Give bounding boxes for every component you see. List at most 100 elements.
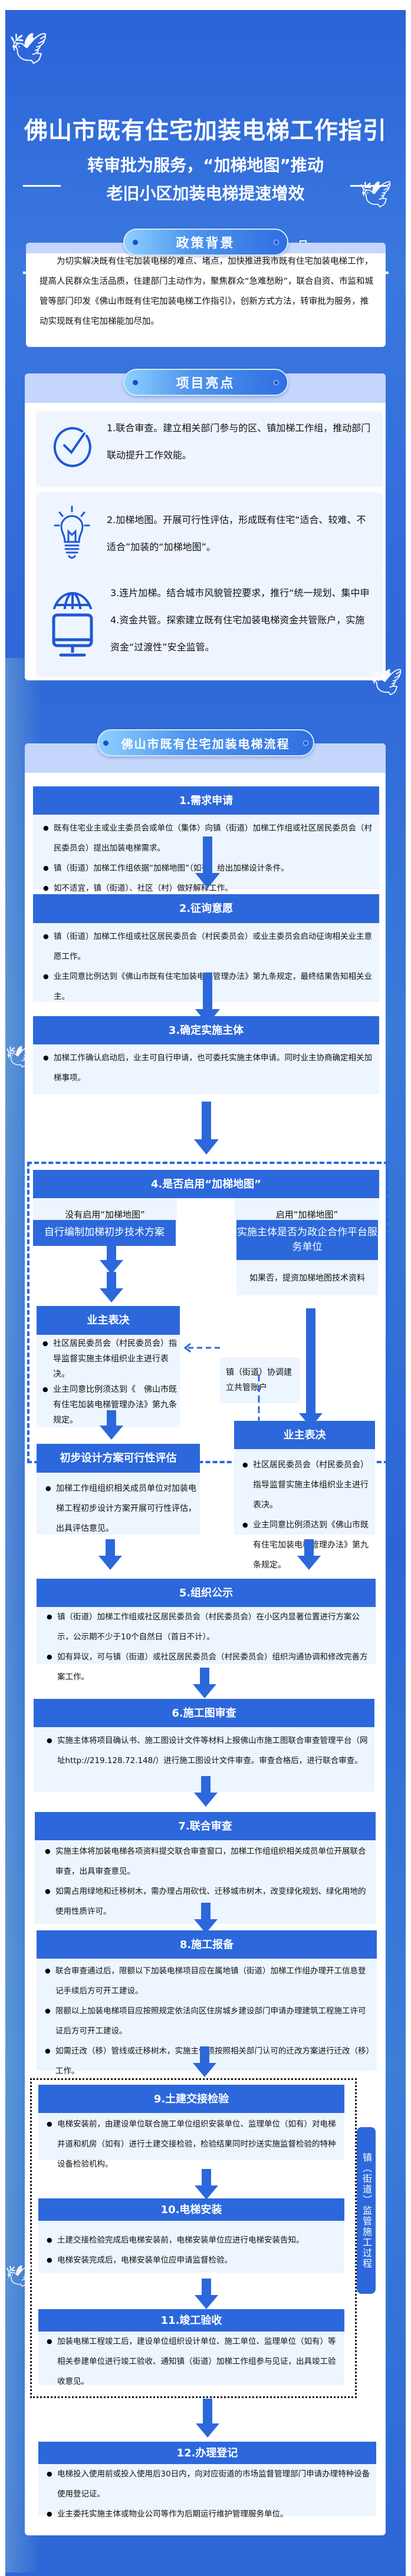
step-bullet: 社区居民委员会（村民委员会）指导监督实施主体组织业主进行表决。: [242, 1455, 370, 1515]
page-subtitle-line2: 老旧小区加装电梯提速增效: [106, 184, 305, 203]
step-body: 加装电梯工程竣工后，建设单位组织设计单位、施工单位、监理单位（如有）等相关参建单…: [38, 2332, 344, 2386]
step-bullet: 加装电梯工程竣工后，建设单位组织设计单位、施工单位、监理单位（如有）等相关参建单…: [47, 2332, 340, 2392]
pill-dot: [103, 740, 108, 746]
lightbulb-icon: [54, 505, 90, 559]
step-body: 土建交接检验完成后电梯安装前，电梯安装单位应进行电梯安装告知。 电梯安装完成后，…: [38, 2221, 344, 2273]
step-bullet: 业主委托实施主体或物业公司等作为后期运行维护管理服务单位。: [47, 2504, 371, 2524]
step-bullet: 电梯投入使用前或投入使用后30日内，向对应街道的市场监督管理部门申请办理特种设备…: [47, 2464, 371, 2504]
step-bullet: 镇（街道）加梯工作组依据“加梯地图”（如有）给出加梯设计条件。: [43, 858, 374, 878]
down-arrow-icon: [194, 1102, 219, 1155]
policy-background-card: [26, 243, 386, 347]
step-body: 镇（街道）加梯工作组或社区居民委员会（村民委员会）在小区内显著位置进行方案公示，…: [37, 1607, 376, 1682]
infographic-page: 🕊 🕊 佛山市既有住宅加装电梯工作指引 转审批为服务，“加梯地图”推动 老旧小区…: [5, 10, 406, 2576]
hero-banner: 🕊 🕊 佛山市既有住宅加装电梯工作指引 转审批为服务，“加梯地图”推动 老旧小区…: [5, 10, 406, 274]
right-branch-box: 实施主体是否为政企合作平台服务单位: [236, 1220, 378, 1260]
pill-dot: [132, 240, 138, 245]
step-header: 初步设计方案可行性评估: [37, 1444, 200, 1473]
decor-line: [350, 185, 388, 187]
highlight-item: 1.联合审查。建立相关部门参与的区、镇加梯工作组，推动部门联动提升工作效能。: [36, 411, 383, 487]
step-bullet: 社区居民委员会（村民委员会）指导监督实施主体组织业主进行表决。: [42, 1336, 177, 1382]
step-body: 社区居民委员会（村民委员会）指导监督实施主体组织业主进行表决。 业主同意比例须达…: [37, 1335, 180, 1427]
down-arrow-icon: [100, 1410, 123, 1440]
step-bullet: 加梯工作组组织相关成员单位对加装电梯工程初步设计方案开展可行性评估，出具评估意见…: [45, 1479, 196, 1539]
step-bullet: 镇（街道）加梯工作组或社区居民委员会（村民委员会）或业主委员会启动征询相关业主意…: [43, 927, 374, 967]
dashed-connector-arrows: [183, 1342, 264, 1430]
step-header: 1.需求申请: [33, 786, 379, 815]
step-bullet: 联合审查通过后，限额以下加装电梯项目应在属地镇（街道）加梯工作组办理开工信息登记…: [45, 1961, 372, 2001]
highlight-text: 3.连片加梯。结合城市风貌管控要求，推行“统一规划、集中申报、集中联审、批量施工…: [110, 587, 370, 626]
dove-icon: 🕊: [9, 31, 48, 67]
pill-dot: [303, 740, 308, 746]
down-arrow-icon: [195, 836, 220, 888]
page-subtitle-line1: 转审批为服务，“加梯地图”推动: [87, 156, 324, 175]
step-body: 加梯工作确认启动后，业主可自行申请，也可委托实施主体申请。同时业主协商确定相关加…: [33, 1044, 379, 1094]
down-arrow-icon: [193, 2046, 216, 2077]
step-header: 3.确定实施主体: [33, 1016, 379, 1044]
construction-dotted-group: [30, 2078, 357, 2398]
down-arrow-icon: [195, 2169, 218, 2200]
step-bullet: 电梯安装前，由建设单位联合施工单位组织安装单位、监理单位（如有）对电梯井道和机房…: [47, 2114, 340, 2174]
step-bullet: 限额以上加装电梯项目应按照规定依法向区住房城乡建设部门申请办理建筑工程施工许可证…: [45, 2001, 372, 2041]
highlight-item: 3.连片加梯。结合城市风貌管控要求，推行“统一规划、集中申报、集中联审、批量施工…: [36, 574, 383, 677]
section-pill-highlights: 项目亮点: [123, 369, 288, 396]
step-bullet: 业主同意比例达到《佛山市既有住宅加装电梯管理办法》第九条规定，最终结果告知相关业…: [43, 967, 374, 1007]
step-header: 11.竣工验收: [38, 2309, 344, 2332]
dove-icon: 🕊: [5, 2264, 32, 2289]
right-branch-note: 如果否，提资加梯地图技术资料: [236, 1260, 378, 1295]
dove-icon: 🕊: [5, 1045, 32, 1069]
supervision-side-label: 镇（街道）监管施工过程: [357, 2127, 376, 2294]
pill-dot: [273, 380, 279, 385]
step-bullet: 业主同意比例须达到《 佛山市既有住宅加装电梯管理办法》第九条规定。: [42, 1382, 177, 1428]
pill-dot: [273, 240, 279, 245]
policy-text: 为切实解决既有住宅加装电梯的难点、堵点，加快推进我市既有住宅加装电梯工作，提高人…: [40, 257, 374, 326]
step-bullet: 镇（街道）加梯工作组或社区居民委员会（村民委员会）在小区内显著位置进行方案公示，…: [47, 1607, 371, 1647]
down-arrow-icon: [100, 1272, 123, 1302]
step-header: 5.组织公示: [37, 1579, 376, 1607]
step-header: 4.是否启用“加梯地图”: [33, 1170, 379, 1198]
section-pill-flow: 佛山市既有住宅加装电梯流程: [97, 729, 314, 756]
section-title: 项目亮点: [176, 376, 235, 391]
step-body: 社区居民委员会（村民委员会）指导监督实施主体组织业主进行表决。 业主同意比例须达…: [234, 1449, 375, 1570]
step-header: 8.施工报备: [37, 1930, 377, 1959]
step-bullet: 既有住宅业主或业主委员会或单位（集体）向镇（街道）加梯工作组或社区居民委员会（村…: [43, 818, 374, 858]
down-arrow-icon: [194, 1903, 218, 1933]
step-bullet: 如不适宜，镇（街道）、社区（村）做好解释工作。: [43, 878, 374, 898]
globe-icon: [52, 592, 93, 641]
step-header: 2.征询意愿: [33, 894, 379, 923]
decor-line: [23, 185, 61, 187]
down-arrow-icon: [195, 2279, 218, 2309]
step-bullet: 加梯工作确认启动后，业主可自行申请，也可委托实施主体申请。同时业主协商确定相关加…: [43, 1048, 374, 1088]
section-title: 佛山市既有住宅加装电梯流程: [121, 736, 290, 751]
step-body: 电梯投入使用前或投入使用后30日内，向对应街道的市场监督管理部门申请办理特种设备…: [38, 2464, 376, 2524]
step-bullet: 土建交接检验完成后电梯安装前，电梯安装单位应进行电梯安装告知。: [47, 2230, 340, 2250]
down-arrow-icon: [194, 1776, 218, 1807]
down-arrow-icon: [193, 1668, 216, 1698]
step-bullet: 如需占用绿地和迁移树木，需办理占用砍伐、迁移城市树木，改变绿化规划、绿化用地的使…: [45, 1881, 371, 1922]
pill-dot: [132, 380, 138, 385]
highlight-item: 2.加梯地图。开展可行性评估，形成既有住宅“适合、较难、不适合”加装的“加梯地图…: [36, 492, 383, 576]
step-body: 电梯安装前，由建设单位联合施工单位组织安装单位、监理单位（如有）对电梯井道和机房…: [38, 2113, 344, 2169]
down-arrow-icon: [100, 1244, 123, 1274]
step-bullet: 电梯安装完成后，电梯安装单位应申请监督检验。: [47, 2250, 340, 2270]
highlight-text: 2.加梯地图。开展可行性评估，形成既有住宅“适合、较难、不适合”加装的“加梯地图…: [107, 514, 366, 553]
step-body: 加梯工作组组织相关成员单位对加装电梯工程初步设计方案开展可行性评估，出具评估意见…: [37, 1473, 200, 1535]
down-arrow-icon: [98, 1539, 122, 1570]
step-bullet: 实施主体将项目确认书、施工图设计文件等材料上报佛山市施工图联合审查管理平台（网址…: [47, 1731, 370, 1771]
step-header: 6.施工图审查: [34, 1699, 374, 1727]
step4-dashed-group: [27, 1162, 389, 1463]
step-header: 业主表决: [234, 1421, 375, 1449]
section-title: 政策背景: [176, 236, 235, 251]
step-header: 业主表决: [37, 1306, 180, 1335]
section-pill-policy: 政策背景: [123, 229, 288, 256]
highlight-text: 1.联合审查。建立相关部门参与的区、镇加梯工作组，推动部门联动提升工作效能。: [107, 422, 371, 461]
step-bullet: 如需迁改（移）管线或迁移树木，实施主体须按照相关部门认可的迁改方案进行迁改（移）…: [45, 2041, 372, 2081]
step-header: 7.联合审查: [35, 1812, 376, 1840]
check-circle-icon: [53, 426, 91, 467]
step-bullet: 业主同意比例须达到《佛山市既有住宅加装电梯管理办法》第九条规定。: [242, 1515, 370, 1575]
step-header: 12.办理登记: [38, 2442, 376, 2464]
step-header: 9.土建交接检验: [38, 2085, 344, 2113]
down-arrow-icon: [196, 2399, 219, 2438]
down-arrow-icon: [299, 1308, 323, 1427]
step-bullet: 如有异议，可与镇（街道）或社区居民委员会（村民委员会）组织沟通协调和修改完善方案…: [47, 1647, 371, 1687]
page-title: 佛山市既有住宅加装电梯工作指引: [24, 117, 387, 144]
